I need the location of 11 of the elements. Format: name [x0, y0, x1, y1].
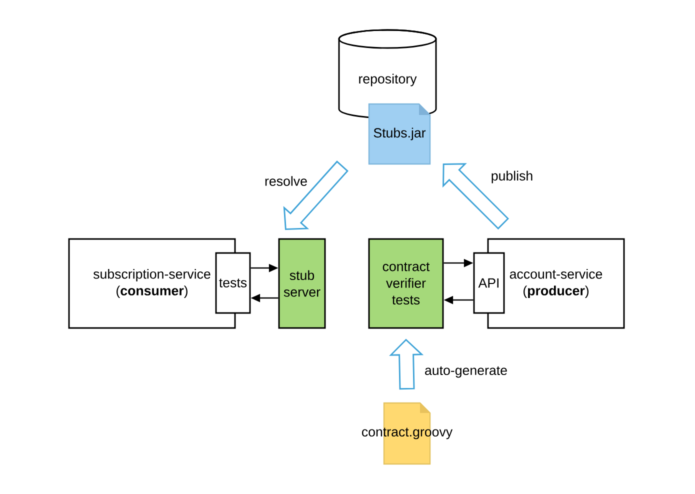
- api-box: API: [473, 252, 505, 314]
- block-arrow: [283, 160, 348, 230]
- edge-label: resolve: [263, 174, 309, 188]
- edge-label: auto-generate: [423, 364, 509, 380]
- block-arrow: [389, 338, 424, 390]
- edge-label: publish: [490, 169, 534, 185]
- database-cylinder: repository: [338, 29, 437, 119]
- stub-server-box: stub server: [278, 238, 326, 329]
- file-document: Stubs.jar: [368, 103, 431, 165]
- verifier-box: contract verifier tests: [368, 238, 444, 329]
- tests-box: tests: [215, 252, 251, 314]
